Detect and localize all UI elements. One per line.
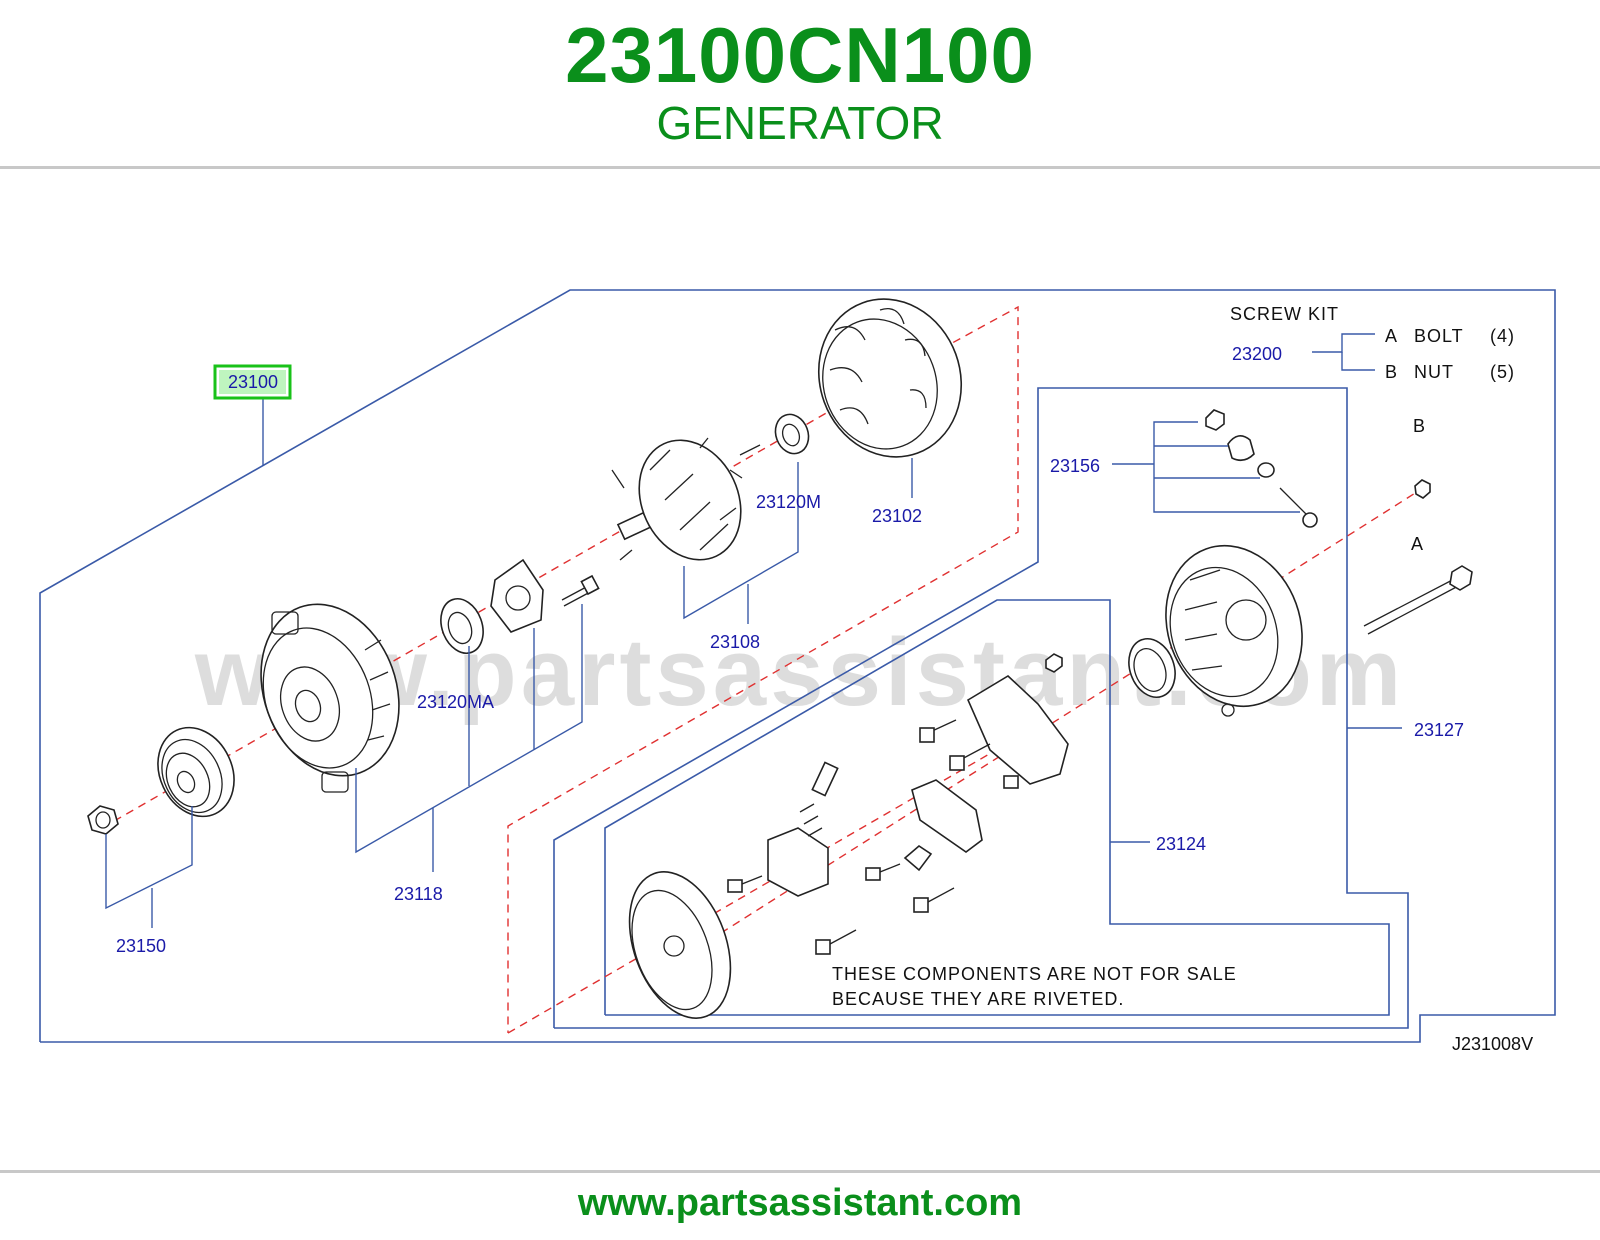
- label-23150[interactable]: 23150: [116, 936, 166, 956]
- leader-23156: [1153, 421, 1300, 513]
- brush-holder-screws-part: [727, 863, 955, 955]
- label-23108[interactable]: 23108: [710, 632, 760, 652]
- label-23156[interactable]: 23156: [1050, 456, 1100, 476]
- header: 23100CN100 GENERATOR: [0, 0, 1600, 168]
- part-number-title: 23100CN100: [565, 11, 1035, 99]
- pulley-part: [157, 726, 235, 818]
- pulley-nut-part: [87, 805, 119, 835]
- label-23200[interactable]: 23200: [1232, 344, 1282, 364]
- through-bolt-part: [1363, 565, 1473, 635]
- rear-housing-frame: [553, 387, 1409, 1029]
- leader-23150: [105, 806, 193, 910]
- marker-a: A: [1411, 534, 1424, 554]
- part-name-subtitle: GENERATOR: [656, 97, 944, 149]
- brush-holder-part: [767, 761, 839, 897]
- top-divider: [0, 166, 1600, 169]
- regulator-part: [903, 779, 983, 872]
- assembly-frame-outer: [39, 289, 1556, 1043]
- riveted-note-line-2: BECAUSE THEY ARE RIVETED.: [832, 989, 1124, 1009]
- screw-kit-item-a-letter: A: [1385, 326, 1398, 346]
- screw-kit-item-b-qty: (5): [1490, 362, 1515, 382]
- riveted-components-frame: [604, 599, 1390, 1016]
- footer-url-link[interactable]: www.partsassistant.com: [577, 1182, 1023, 1224]
- diagram-code: J231008V: [1452, 1034, 1533, 1054]
- rectifier-part: [966, 653, 1069, 785]
- rear-housing-nut-part: [1414, 479, 1431, 499]
- highlight-fill-23100: [219, 370, 286, 394]
- leader-23118: [355, 604, 583, 854]
- rear-seal-ring-part: [1128, 638, 1176, 698]
- screw-kit-item-b-letter: B: [1385, 362, 1398, 382]
- bearing-retainer-part: [490, 558, 544, 633]
- assembly-axis-front: [101, 305, 1019, 1033]
- leader-23108: [683, 462, 799, 620]
- screw-kit-item-a-qty: (4): [1490, 326, 1515, 346]
- front-bearing-part: [440, 598, 484, 654]
- screw-kit-item-b-name: NUT: [1414, 362, 1454, 382]
- rectifier-bolts-part: [919, 719, 1019, 789]
- label-23120ma[interactable]: 23120MA: [417, 692, 494, 712]
- riveted-note-line-1: THESE COMPONENTS ARE NOT FOR SALE: [832, 964, 1237, 984]
- rear-bearing-part: [774, 413, 810, 455]
- marker-b: B: [1413, 416, 1426, 436]
- screw-kit-item-a-name: BOLT: [1414, 326, 1464, 346]
- screw-kit-title: SCREW KIT: [1230, 304, 1339, 324]
- terminal-parts-group: [1205, 409, 1318, 528]
- label-23124[interactable]: 23124: [1156, 834, 1206, 854]
- bottom-divider: [0, 1170, 1600, 1173]
- label-23127[interactable]: 23127: [1414, 720, 1464, 740]
- label-23118[interactable]: 23118: [394, 884, 443, 904]
- leader-screw-kit-b: [1341, 352, 1375, 371]
- leader-screw-kit: [1312, 333, 1375, 353]
- stator-part: [817, 298, 963, 458]
- label-23120m[interactable]: 23120M: [756, 492, 821, 512]
- rear-housing-part: [1165, 544, 1303, 717]
- rear-cover-part: [628, 871, 732, 1019]
- front-housing-part: [260, 603, 400, 793]
- label-23100[interactable]: 23100: [228, 372, 278, 392]
- label-23102[interactable]: 23102: [872, 506, 922, 526]
- highlight-box-23100: [213, 364, 292, 400]
- retainer-screw-part: [561, 574, 600, 607]
- rotor-part: [611, 437, 761, 561]
